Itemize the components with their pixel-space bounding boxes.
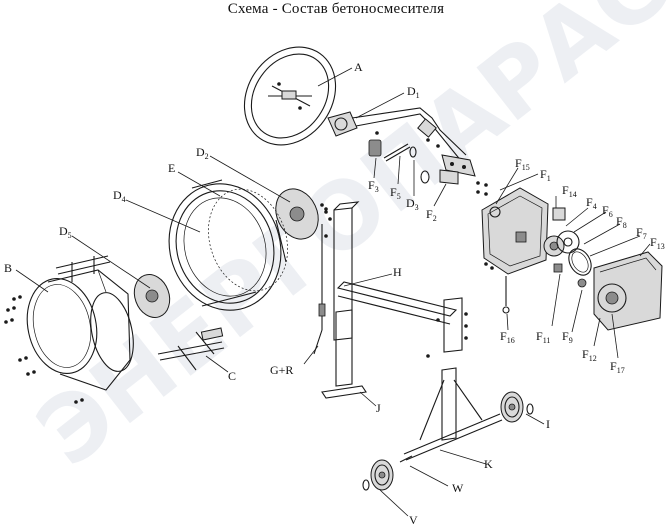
label-k: K bbox=[484, 457, 493, 471]
label-a: A bbox=[354, 60, 363, 74]
label-d3: D3 bbox=[406, 196, 419, 212]
watermark: ЭНЕРГОПАРАС bbox=[18, 0, 672, 487]
part-f7-belt bbox=[568, 248, 592, 276]
part-f4-f6-pulley bbox=[543, 230, 580, 257]
label-f14: F14 bbox=[562, 183, 577, 199]
label-f2: F2 bbox=[426, 207, 437, 223]
label-d1: D1 bbox=[407, 84, 420, 100]
part-c-paddle bbox=[157, 327, 225, 371]
part-f5-pin bbox=[383, 143, 411, 162]
label-f3: F3 bbox=[368, 178, 379, 194]
label-gr: G+R bbox=[270, 363, 293, 377]
label-h: H bbox=[393, 265, 402, 279]
part-k-wheel-stand bbox=[403, 367, 503, 461]
part-b-drum-front bbox=[26, 269, 134, 391]
label-f1: F1 bbox=[540, 167, 551, 183]
part-e-drum-rear bbox=[168, 179, 288, 311]
label-f4: F4 bbox=[586, 195, 597, 211]
label-b: B bbox=[4, 261, 12, 275]
leader-lines bbox=[15, 67, 651, 517]
part-h-frame bbox=[324, 201, 468, 358]
part-j-leg bbox=[321, 309, 367, 399]
part-d2-flange bbox=[275, 188, 332, 240]
part-v-wheel bbox=[362, 459, 394, 491]
label-f5: F5 bbox=[390, 185, 401, 201]
part-f3-gear bbox=[368, 131, 382, 157]
part-w-axle-pin bbox=[399, 455, 413, 463]
label-f16: F16 bbox=[500, 329, 515, 345]
label-i: I bbox=[546, 417, 550, 431]
part-f11-nut bbox=[553, 263, 563, 273]
label-f9: F9 bbox=[562, 329, 573, 345]
part-f13-motor-cover bbox=[593, 251, 663, 331]
part-f9-bearing bbox=[577, 278, 587, 288]
part-b-bolts bbox=[4, 295, 84, 404]
label-j: J bbox=[376, 401, 381, 415]
label-d4: D4 bbox=[113, 188, 126, 204]
label-f7: F7 bbox=[636, 225, 647, 241]
label-f6: F6 bbox=[602, 203, 613, 219]
part-d5-mixing-blade bbox=[55, 255, 111, 282]
label-c: C bbox=[228, 369, 236, 383]
label-f12: F12 bbox=[582, 347, 597, 363]
label-v: V bbox=[409, 513, 418, 527]
part-d3-washer bbox=[409, 146, 430, 184]
part-f14-switch bbox=[552, 207, 566, 221]
diagram-title: Схема - Состав бетоносмесителя bbox=[227, 1, 445, 17]
part-labels: A D1 D2 E D4 D5 B C F3 F5 D3 F2 F15 F1 F… bbox=[4, 60, 665, 527]
label-f11: F11 bbox=[536, 329, 550, 345]
part-f1-gearbox-plate bbox=[481, 187, 549, 314]
label-f8: F8 bbox=[616, 214, 627, 230]
part-a-handwheel bbox=[243, 46, 337, 146]
label-d5: D5 bbox=[59, 224, 72, 240]
part-f2-bracket bbox=[439, 169, 488, 196]
label-f13: F13 bbox=[650, 235, 665, 251]
part-i-wheel bbox=[500, 391, 534, 423]
label-w: W bbox=[452, 481, 464, 495]
part-d1-shaft-assembly bbox=[327, 107, 476, 177]
label-f17: F17 bbox=[610, 359, 625, 375]
label-f15: F15 bbox=[515, 156, 530, 172]
part-d4-flange bbox=[133, 274, 171, 318]
label-d2: D2 bbox=[196, 145, 209, 161]
label-e: E bbox=[168, 161, 175, 175]
